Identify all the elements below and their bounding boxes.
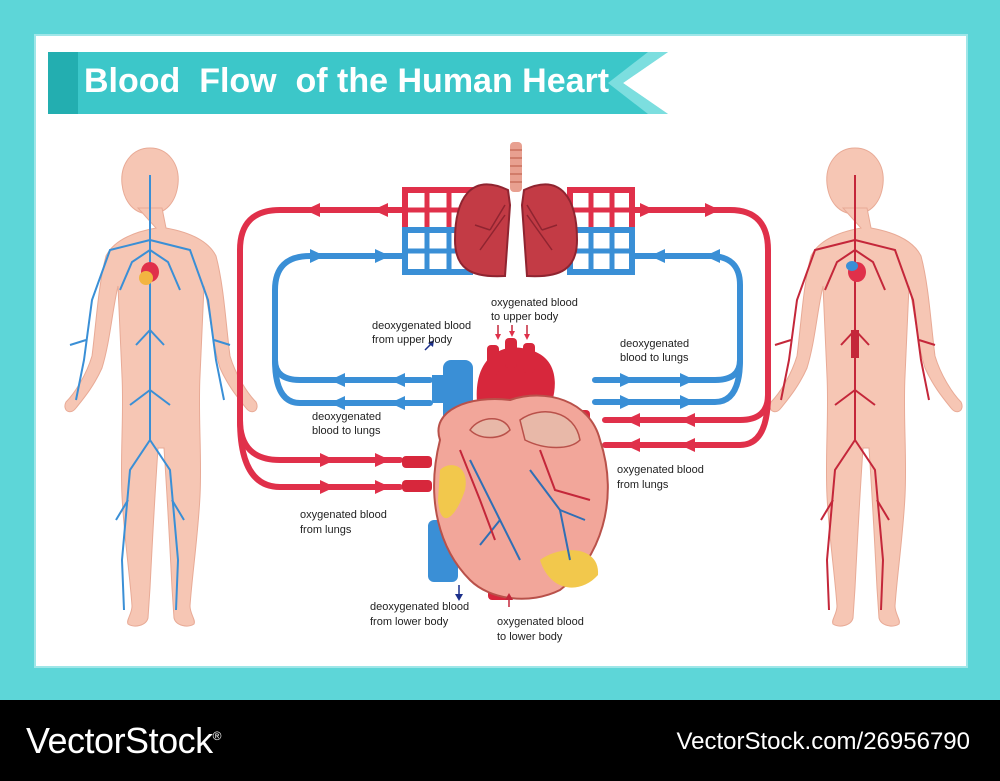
lungs-icon bbox=[453, 142, 579, 278]
footer-url: VectorStock.com/26956790 bbox=[676, 728, 970, 755]
heart-indicator-arrows bbox=[424, 325, 530, 607]
footer-brand: VectorStock® bbox=[26, 720, 221, 761]
label-oxy-upper-body: oxygenated blood to upper body bbox=[491, 297, 581, 323]
label-oxy-lower-body: oxygenated blood to lower body bbox=[497, 616, 587, 643]
circulation-diagram: deoxygenated blood from upper body oxyge… bbox=[64, 142, 963, 643]
venous-body-figure bbox=[64, 147, 258, 627]
page-title: Blood Flow of the Human Heart bbox=[84, 62, 610, 100]
label-oxy-from-lungs-right: oxygenated blood from lungs bbox=[617, 464, 707, 491]
right-inner-blue-loop bbox=[592, 253, 743, 383]
heart-icon bbox=[402, 338, 609, 600]
label-oxy-from-lungs-left: oxygenated blood from lungs bbox=[300, 509, 390, 536]
right-outer-red-loop bbox=[602, 207, 771, 423]
label-deoxy-lower-body: deoxygenated blood from lower body bbox=[370, 601, 472, 628]
arterial-body-figure bbox=[769, 147, 963, 627]
right-capillary-grid bbox=[567, 187, 635, 275]
banner-ribbon bbox=[48, 52, 668, 114]
arrow-icon bbox=[305, 203, 720, 494]
left-inner-blue-loop bbox=[272, 253, 433, 383]
footer-bar: VectorStock® VectorStock.com/26956790 bbox=[0, 700, 1000, 781]
label-deoxy-upper-body: deoxygenated blood from upper body bbox=[372, 320, 474, 346]
label-deoxy-to-lungs-right: deoxygenated blood to lungs bbox=[620, 338, 692, 364]
title-banner: Blood Flow of the Human Heart bbox=[48, 52, 668, 114]
label-deoxy-to-lungs-left: deoxygenated blood to lungs bbox=[312, 411, 384, 437]
